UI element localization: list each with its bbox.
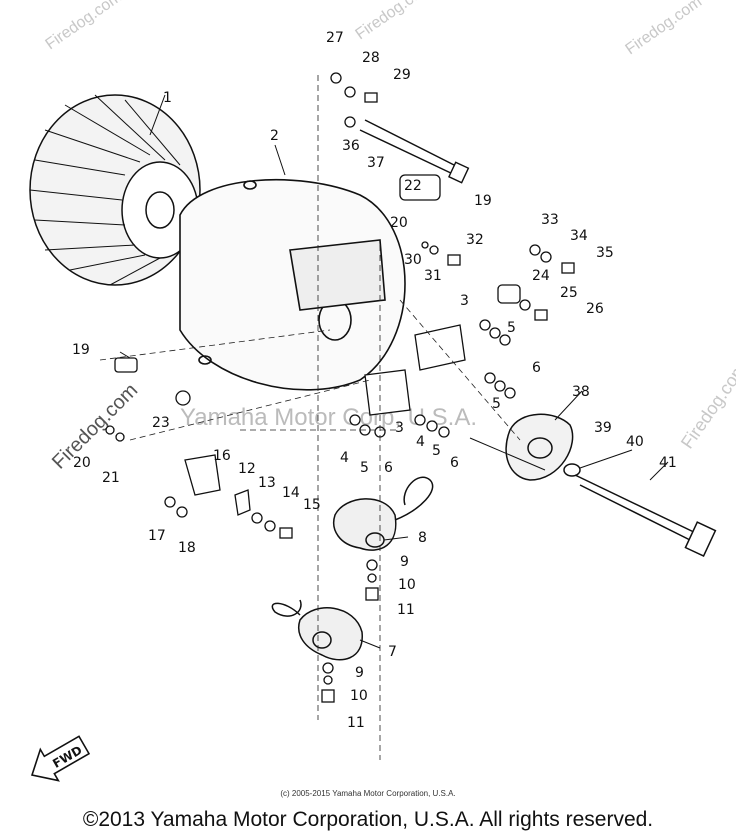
label-5c: 5: [360, 460, 369, 476]
label-4b: 4: [416, 434, 425, 450]
label-9b: 9: [355, 665, 364, 681]
label-3b: 3: [395, 420, 404, 436]
label-19b: 19: [72, 342, 90, 358]
watermark-left: Firedog.com: [48, 379, 142, 473]
label-10b: 10: [350, 688, 368, 704]
label-15: 15: [303, 497, 321, 513]
label-26: 26: [586, 301, 604, 317]
watermark-top-center: Firedog.com: [353, 0, 436, 43]
label-35: 35: [596, 245, 614, 261]
label-24: 24: [532, 268, 550, 284]
label-1: 1: [163, 90, 172, 106]
label-33: 33: [541, 212, 559, 228]
label-5b: 5: [492, 396, 501, 412]
long-bolt: [563, 463, 717, 558]
label-25: 25: [560, 285, 578, 301]
label-14: 14: [282, 485, 300, 501]
label-7: 7: [388, 644, 397, 660]
label-30: 30: [404, 252, 422, 268]
label-32: 32: [466, 232, 484, 248]
label-20a: 20: [390, 215, 408, 231]
label-13: 13: [258, 475, 276, 491]
assembly-lines: [99, 75, 521, 760]
label-28: 28: [362, 50, 380, 66]
label-8: 8: [418, 530, 427, 546]
label-36: 36: [342, 138, 360, 154]
fasteners: [105, 72, 575, 703]
label-11b: 11: [347, 715, 365, 731]
label-6c: 6: [450, 455, 459, 471]
bearing-housing: [505, 413, 574, 481]
label-5a: 5: [507, 320, 516, 336]
parts-diagram: Firedog.com Firedog.com Firedog.com Fire…: [29, 0, 736, 782]
label-21: 21: [102, 470, 120, 486]
label-10a: 10: [398, 577, 416, 593]
label-17: 17: [148, 528, 166, 544]
label-40: 40: [626, 434, 644, 450]
label-3a: 3: [460, 293, 469, 309]
watermark-right: Firedog.com: [677, 359, 736, 452]
label-18: 18: [178, 540, 196, 556]
label-31: 31: [424, 268, 442, 284]
label-22: 22: [404, 178, 422, 194]
callout-labels: 1 2 3 3 4 4 5 5 5 5 6 6 6 7 8 9 9 10 10 …: [72, 30, 677, 731]
label-38: 38: [572, 384, 590, 400]
label-19a: 19: [474, 193, 492, 209]
label-20b: 20: [73, 455, 91, 471]
label-2: 2: [270, 128, 279, 144]
label-4a: 4: [340, 450, 349, 466]
label-39: 39: [594, 420, 612, 436]
label-16: 16: [213, 448, 231, 464]
upper-bolt: [359, 119, 470, 184]
ignition-coil-lower: [271, 599, 363, 661]
leader-lines: [119, 94, 669, 649]
label-23: 23: [152, 415, 170, 431]
copyright-small: (c) 2005-2015 Yamaha Motor Corporation, …: [280, 789, 456, 798]
label-5d: 5: [432, 443, 441, 459]
watermark-top-right: Firedog.com: [623, 0, 706, 58]
label-34: 34: [570, 228, 588, 244]
label-27: 27: [326, 30, 344, 46]
copyright-main: ©2013 Yamaha Motor Corporation, U.S.A. A…: [82, 808, 654, 831]
label-11a: 11: [397, 602, 415, 618]
label-6b: 6: [384, 460, 393, 476]
label-41: 41: [659, 455, 677, 471]
watermark-top-left: Firedog.com: [43, 0, 126, 53]
label-29: 29: [393, 67, 411, 83]
label-12: 12: [238, 461, 256, 477]
fwd-arrow-badge: FWD: [30, 735, 91, 782]
label-6a: 6: [532, 360, 541, 376]
label-9a: 9: [400, 554, 409, 570]
stator-coil: [29, 94, 201, 286]
base-plate: [179, 178, 406, 391]
label-37: 37: [367, 155, 385, 171]
